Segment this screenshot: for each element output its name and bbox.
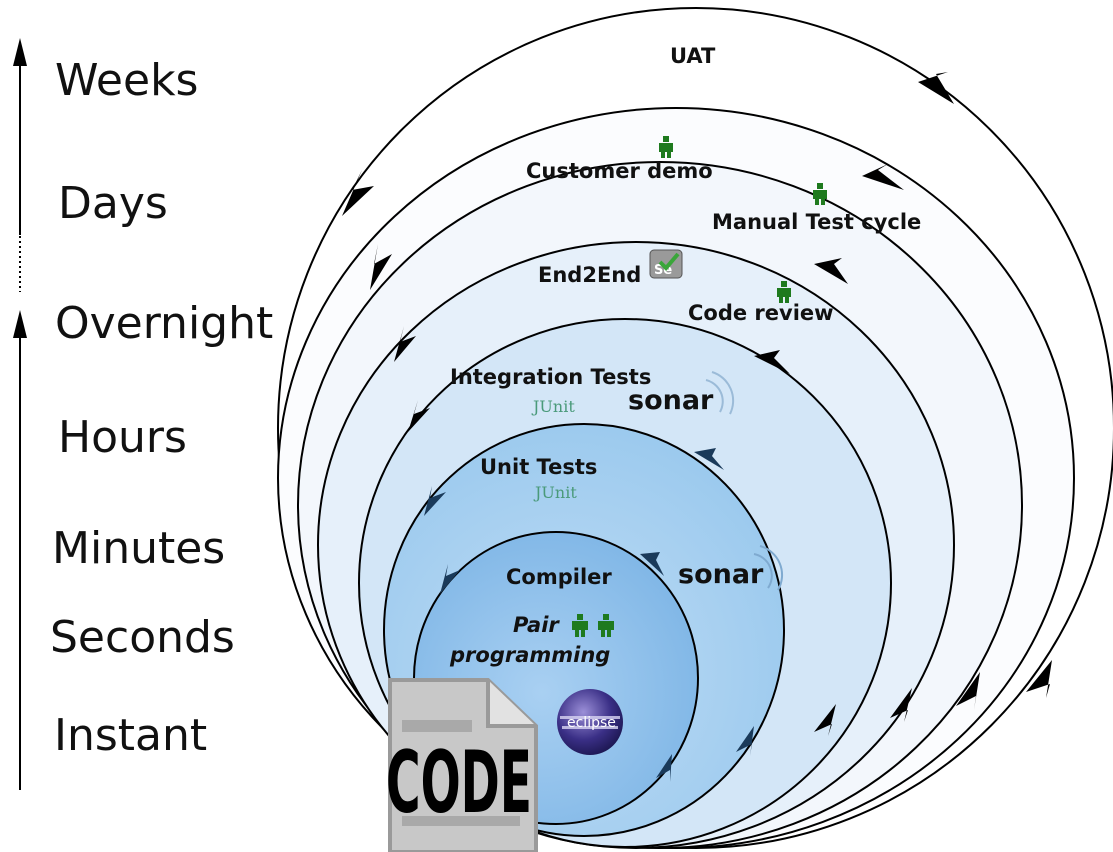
code-file-icon: CODE: [386, 678, 538, 852]
cycle-label-uat: UAT: [670, 44, 716, 68]
selenium-icon: Se: [649, 249, 683, 279]
cycle-rings: [277, 7, 1113, 849]
label-hours: Hours: [58, 412, 187, 463]
lower-axis-arrow-icon: [13, 310, 27, 338]
arrow-manual-left-icon: [394, 326, 416, 362]
cycle-label-pair: Pair: [513, 613, 560, 637]
junit-logo-outer: JUnit: [531, 397, 575, 416]
person-icon: [659, 136, 673, 158]
eclipse-logo: eclipse: [557, 689, 623, 755]
arrow-demo-top-icon: [862, 164, 904, 190]
arrow-unit-left-icon: [440, 564, 460, 594]
label-minutes: Minutes: [52, 523, 225, 574]
cycle-label-code-review: Code review: [688, 301, 834, 325]
arrow-end2end-bottom-icon: [814, 704, 836, 736]
arrow-demo-left-icon: [370, 244, 392, 290]
code-label: CODE: [386, 733, 532, 833]
cycle-label-end2end: End2End: [538, 263, 641, 287]
arrow-unit-top-icon: [640, 552, 664, 576]
arrow-manual-top-icon: [814, 258, 848, 284]
arrow-demo-bottom-icon: [956, 672, 980, 710]
arrow-integration-left-icon: [424, 486, 446, 516]
label-days: Days: [58, 178, 168, 229]
label-seconds: Seconds: [50, 612, 235, 663]
person-icon: [777, 281, 791, 303]
arrow-integration-top-icon: [694, 448, 724, 470]
cycle-label-customer-demo: Customer demo: [526, 159, 713, 183]
sonar-logo-outer: sonar: [628, 371, 735, 416]
time-axis: [13, 38, 27, 790]
arrow-compiler-bottom-icon: [656, 754, 672, 782]
cycle-label-compiler: Compiler: [506, 565, 612, 589]
cycle-label-integration-tests: Integration Tests: [450, 365, 651, 389]
arrow-uat-bottom-icon: [1026, 660, 1052, 698]
arrow-end2end-left-icon: [408, 400, 430, 432]
person-icon: [813, 183, 827, 205]
arrow-end2end-top-icon: [754, 350, 790, 374]
cycle-label-programming: programming: [449, 643, 610, 667]
cycle-label-manual-test: Manual Test cycle: [712, 210, 921, 234]
junit-logo-inner: JUnit: [533, 483, 577, 502]
arrow-manual-bottom-icon: [890, 688, 912, 722]
upper-axis-arrow-icon: [13, 38, 27, 66]
cycle-label-unit-tests: Unit Tests: [480, 455, 597, 479]
pair-persons-icon: [572, 614, 614, 637]
sonar-label-inner: sonar: [678, 559, 764, 590]
sonar-logo-inner: sonar: [678, 545, 784, 591]
label-weeks: Weeks: [55, 55, 198, 106]
cycle-arrows: [342, 72, 1052, 782]
arrow-uat-top-icon: [918, 72, 954, 104]
label-overnight: Overnight: [55, 298, 273, 349]
arrow-uat-left-icon: [342, 170, 374, 216]
label-instant: Instant: [54, 710, 207, 761]
sonar-label-outer: sonar: [628, 385, 714, 416]
arrow-integration-bottom-icon: [736, 726, 754, 756]
eclipse-label: eclipse: [567, 715, 616, 731]
